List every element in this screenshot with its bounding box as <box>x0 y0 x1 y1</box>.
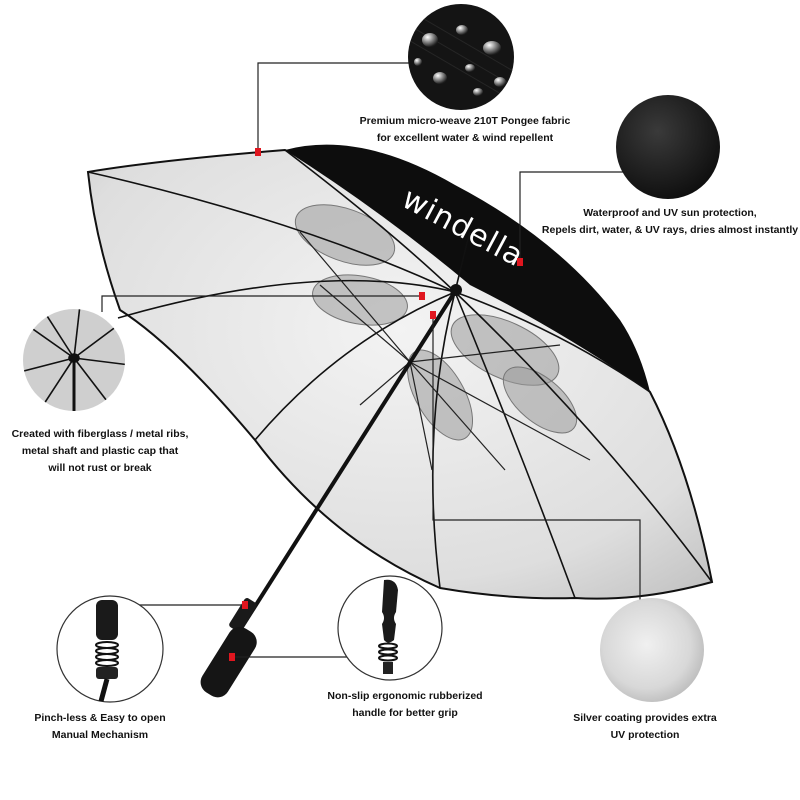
umbrella-runner <box>229 598 257 632</box>
caption-uv-protection: Waterproof and UV sun protection, Repels… <box>540 205 800 239</box>
caption-ribs-line-1: Created with fiberglass / metal ribs, <box>11 428 189 440</box>
caption-ribs-line-3: will not rust or break <box>48 462 152 474</box>
water-droplets-fabric-icon <box>408 4 514 110</box>
umbrella-stretchers <box>299 231 591 471</box>
spring-mechanism-icon <box>56 595 164 703</box>
umbrella-top-cap <box>450 284 462 296</box>
caption-open-line-2: Manual Mechanism <box>51 729 149 741</box>
caption-fabric-line-2: for excellent water & wind repellent <box>376 132 554 144</box>
umbrella-ribs-icon <box>23 309 125 411</box>
caption-silver-line-1: Silver coating provides extra <box>573 712 717 724</box>
caption-ribs-line-2: metal shaft and plastic cap that <box>21 445 179 457</box>
caption-handle-line-1: Non-slip ergonomic rubberized <box>327 690 483 702</box>
caption-fabric-line-1: Premium micro-weave 210T Pongee fabric <box>359 115 571 127</box>
caption-handle: Non-slip ergonomic rubberized handle for… <box>320 688 490 722</box>
umbrella: windella <box>86 144 714 698</box>
umbrella-black-canopy <box>285 144 650 392</box>
caption-uv-line-1: Waterproof and UV sun protection, <box>583 207 757 219</box>
umbrella-ribs <box>87 149 713 599</box>
caption-ribs: Created with fiberglass / metal ribs, me… <box>0 426 200 477</box>
silver-coating-swatch-icon <box>600 598 704 702</box>
caption-uv-line-2: Repels dirt, water, & UV rays, dries alm… <box>541 224 799 236</box>
caption-silver-coating: Silver coating provides extra UV protect… <box>565 710 725 744</box>
caption-open-line-1: Pinch-less & Easy to open <box>34 712 166 724</box>
caption-handle-line-2: handle for better grip <box>352 707 458 719</box>
umbrella-shaft <box>238 288 458 632</box>
caption-fabric: Premium micro-weave 210T Pongee fabric f… <box>330 113 600 147</box>
caption-opening-mechanism: Pinch-less & Easy to open Manual Mechani… <box>20 710 180 744</box>
rubber-handle-icon <box>337 575 443 681</box>
umbrella-handle <box>200 626 257 698</box>
black-fabric-swatch-icon <box>616 95 720 199</box>
red-markers <box>229 148 523 661</box>
leader-lines <box>101 62 641 658</box>
caption-silver-line-2: UV protection <box>610 729 680 741</box>
